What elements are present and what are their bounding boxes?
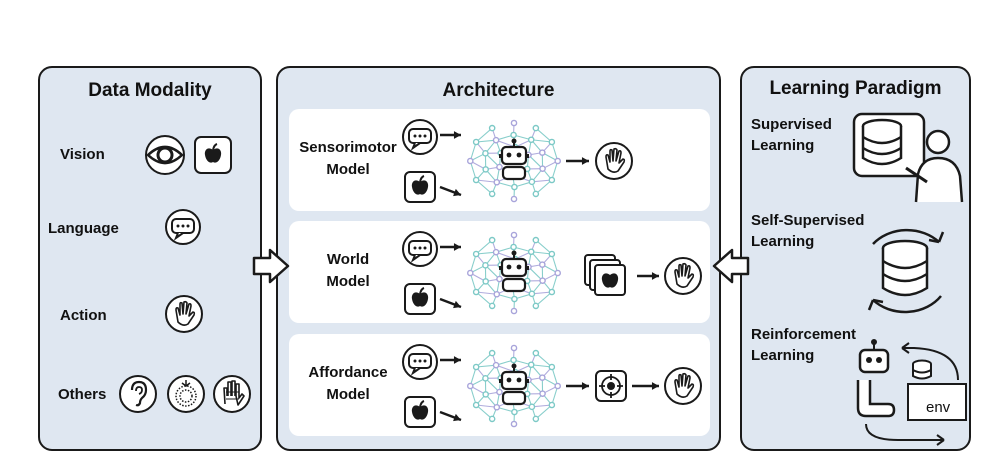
architecture-title: Architecture — [442, 80, 555, 101]
glove-icon — [213, 375, 251, 413]
flow-arrow — [566, 382, 589, 390]
flow-arrow — [637, 272, 659, 280]
flow-arrow — [440, 243, 461, 251]
database-cycle-icon — [867, 228, 945, 314]
flow-arrow — [439, 185, 462, 197]
database-teacher-icon — [852, 112, 964, 203]
flow-arrow — [632, 382, 659, 390]
hand-icon — [595, 142, 633, 180]
others-label: Others — [58, 386, 107, 403]
action-label: Action — [60, 307, 107, 324]
env-label: env — [926, 399, 951, 416]
flow-arrow — [566, 157, 589, 165]
vision-label: Vision — [60, 146, 105, 163]
target-apple-icon — [595, 370, 627, 402]
neural-network-graph — [466, 119, 562, 203]
image-sequence-icon — [584, 254, 626, 296]
flow-arrow — [439, 297, 462, 309]
robot-env-loop-icon — [856, 339, 967, 446]
eye-icon — [145, 135, 185, 175]
chat-bubble-icon — [402, 119, 438, 155]
robot-icon — [499, 250, 529, 293]
image-apple-icon — [404, 171, 436, 203]
chat-bubble-icon — [402, 344, 438, 380]
sensorimotor-model-diagram — [402, 119, 633, 203]
language-label: Language — [48, 220, 119, 237]
affordance-model-diagram — [402, 344, 702, 428]
hand-icon — [664, 257, 702, 295]
hand-icon — [664, 367, 702, 405]
image-apple-icon — [194, 136, 232, 174]
flow-arrow — [440, 131, 461, 139]
data-modality-panel: Data Modality Vision Language Action Oth… — [38, 66, 262, 451]
data-modality-title: Data Modality — [88, 80, 212, 101]
ear-icon — [119, 375, 157, 413]
image-apple-icon — [404, 396, 436, 428]
chat-bubble-icon — [165, 209, 201, 245]
image-apple-icon — [404, 283, 436, 315]
learning-paradigm-title: Learning Paradigm — [769, 78, 942, 99]
world-model-diagram — [402, 231, 702, 315]
touch-sensor-icon — [167, 375, 205, 413]
flow-arrow — [440, 356, 461, 364]
robot-icon — [499, 138, 529, 181]
hand-icon — [165, 295, 203, 333]
flow-arrow — [439, 410, 462, 422]
chat-bubble-icon — [402, 231, 438, 267]
robot-icon — [499, 363, 529, 406]
